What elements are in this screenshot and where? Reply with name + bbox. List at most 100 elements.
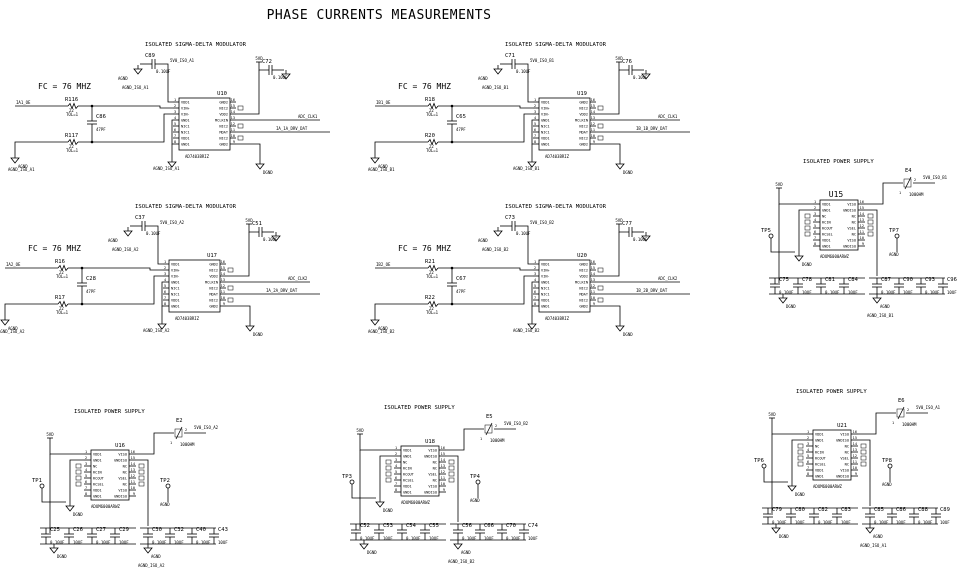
iso-supply-wire	[515, 63, 533, 103]
capacitor-value: 0.10UF	[779, 290, 794, 295]
ground-symbol	[65, 505, 75, 512]
capacitor-value: 0.10UF	[506, 536, 521, 541]
test-point-label: TP8	[882, 458, 892, 464]
junction-dot	[450, 104, 454, 108]
ground-label: DGND	[779, 534, 789, 539]
gnd1-wire	[531, 281, 533, 307]
pin-number: 2	[185, 428, 187, 432]
pin-number: 3	[85, 462, 87, 466]
capacitor-ref: C30	[152, 527, 162, 533]
capacitor-value: 0.10UF	[50, 540, 65, 545]
pin-label: VIN-	[541, 274, 550, 278]
ground-symbol	[245, 325, 255, 332]
pin-number: 2	[174, 104, 176, 108]
capacitor-ref: C76	[622, 59, 632, 65]
junction-dot	[90, 140, 94, 144]
modulator-ic-body	[538, 259, 591, 313]
gnd1-wire	[531, 119, 533, 145]
vin-minus-wire	[78, 113, 173, 143]
test-point-right	[475, 479, 481, 485]
pin-label: VISO	[840, 468, 849, 472]
modulator-heading: ISOLATED SIGMA-DELTA MODULATOR	[505, 204, 607, 210]
input-return-wire	[4, 303, 58, 316]
pin-number: 5	[814, 224, 816, 228]
gnd1-wire	[161, 281, 163, 307]
pin-label: VSEL	[428, 472, 437, 476]
clock-net-label: ADC_CLK1	[658, 114, 678, 119]
capacitor-ref: C72	[262, 59, 272, 65]
test-point-label: TP4	[470, 474, 481, 480]
pin-label: NC	[852, 220, 856, 224]
ground-label: DGND	[367, 550, 377, 555]
input-ground-net: AGND_ISO_A2	[0, 329, 25, 334]
pin-number: 10	[221, 296, 225, 300]
input-return-wire	[374, 303, 428, 316]
ground-symbol	[641, 235, 651, 242]
pin-number: 7	[534, 134, 536, 138]
pin-label: GNDISO	[836, 438, 849, 442]
iso-output-net: 5V0_ISO_B1	[923, 175, 948, 180]
resistor-value: 22	[429, 306, 434, 311]
pin-label: VDD1	[541, 136, 550, 140]
pin-label: GND2	[209, 304, 218, 308]
pin-label: VDD1	[822, 238, 831, 242]
iso-supply-net: 5V0_ISO_A1	[170, 58, 195, 63]
capacitor-ref: C77	[622, 221, 632, 227]
pin-label: RCOUT	[815, 456, 827, 460]
ground-label: DGND	[73, 512, 83, 517]
resistor	[67, 138, 79, 146]
pin-number: 11	[591, 290, 595, 294]
viso-wire	[865, 182, 903, 205]
resistor-ref: R17	[55, 295, 65, 301]
ferrite-bead-body	[896, 408, 905, 418]
agnd-label: AGND	[882, 482, 892, 487]
pin-number: 5	[174, 122, 176, 126]
pin-number: 11	[441, 476, 445, 480]
vin-plus-wire	[438, 105, 533, 109]
resistor-value: 22	[59, 270, 64, 275]
pin-label: NC	[123, 464, 127, 468]
ic-part-number: AD7403BRIZ	[175, 316, 200, 321]
page-title: PHASE CURRENTS MEASUREMENTS	[267, 8, 492, 23]
ground-symbol	[794, 255, 804, 262]
pin-number: 11	[591, 128, 595, 132]
gnd1-wire	[171, 119, 173, 145]
capacitor-value: 0.10UF	[516, 231, 531, 236]
ground-label: DGND	[802, 262, 812, 267]
pin-label: NC	[433, 460, 437, 464]
pin-label: RCSEL	[93, 482, 104, 486]
no-connect-marker	[385, 465, 392, 471]
iso-supply-wire	[515, 225, 533, 265]
no-connect-marker	[75, 481, 82, 487]
no-connect-marker	[804, 213, 811, 219]
pin-label: GND2	[579, 304, 588, 308]
pin-label: NC	[822, 214, 826, 218]
agnd-label: AGND	[889, 252, 899, 257]
no-connect-marker	[867, 231, 874, 237]
capacitor-ref: C27	[96, 527, 106, 533]
capacitor-value: 47PF	[456, 289, 466, 294]
pin-label: NIC1	[181, 130, 190, 134]
input-ground-net: AGND_ISO_B1	[368, 167, 395, 172]
input-ground-net: AGND_ISO_B2	[368, 329, 395, 334]
pin-label: NIC2	[579, 136, 588, 140]
no-connect-marker	[448, 477, 455, 483]
ground-label: DGND	[786, 304, 796, 309]
clock-net-label: ADC_CLK2	[288, 276, 308, 281]
junction-dot	[80, 302, 84, 306]
pin-number: 12	[131, 474, 135, 478]
pin-number: 1	[174, 98, 176, 102]
capacitor-value: 10UF	[218, 540, 228, 545]
ground-label: DGND	[383, 508, 393, 513]
pin-number: 1	[814, 200, 816, 204]
ground-symbol	[10, 157, 20, 164]
ic-part-number: ADUM6000ARWZ	[820, 254, 849, 259]
pin-number: 2	[914, 178, 916, 182]
gndiso-wire	[858, 439, 871, 482]
ground-symbol	[865, 527, 875, 534]
pin-label: NC	[123, 470, 127, 474]
no-connect-marker	[448, 471, 455, 477]
pin-number: 3	[807, 442, 809, 446]
capacitor-ref: C37	[135, 215, 145, 221]
input-net-label: IA1_OE	[16, 100, 31, 105]
